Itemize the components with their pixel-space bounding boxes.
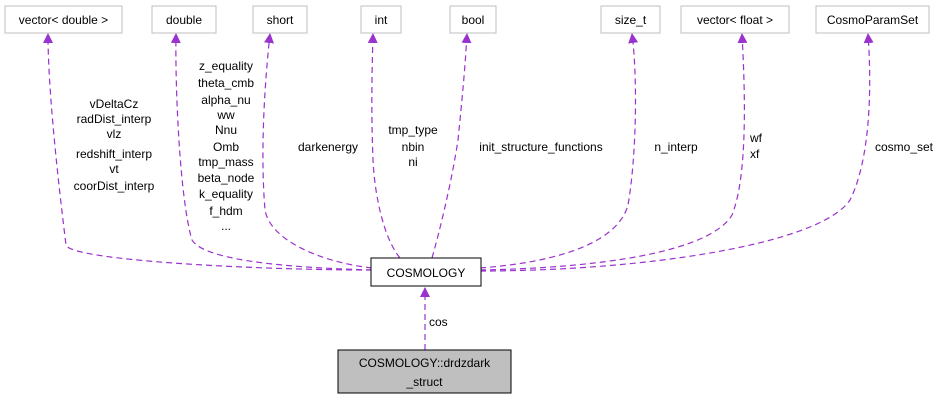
node-label: CosmoParamSet (827, 13, 919, 27)
edge-label: Omb (213, 140, 239, 154)
edge-labels-double: z_equality theta_cmb alpha_nu ww Nnu Omb… (198, 59, 255, 233)
node-bool[interactable]: bool (449, 5, 497, 34)
node-size-t[interactable]: size_t (600, 5, 661, 34)
node-label: bool (462, 13, 485, 27)
edge-label: vt (109, 162, 119, 176)
edge-vector-float (479, 33, 748, 271)
edge-label: ... (221, 219, 231, 233)
edge-label: cosmo_set (875, 140, 934, 154)
edge-label: z_equality (199, 59, 253, 73)
edge-label: ww (216, 108, 235, 122)
node-label: short (267, 13, 294, 27)
edge-label: tmp_mass (198, 155, 253, 169)
node-double[interactable]: double (151, 5, 217, 34)
edge-label: init_structure_functions (479, 140, 602, 154)
edges (43, 33, 874, 350)
edge-labels-vector-double: vDeltaCz radDist_interp vlz redshift_int… (74, 97, 155, 193)
edge-bool (431, 33, 472, 259)
edge-label: radDist_interp (77, 112, 152, 126)
edge-label: tmp_type (388, 123, 438, 137)
edge-label: theta_cmb (198, 76, 254, 90)
edge-label: coorDist_interp (74, 179, 155, 193)
node-short[interactable]: short (252, 5, 308, 34)
node-label: int (375, 13, 388, 27)
edge-label: nbin (402, 140, 425, 154)
node-vector-double[interactable]: vector< double > (4, 5, 123, 34)
edge-label: vlz (107, 127, 122, 141)
edge-int (367, 33, 401, 259)
edge-label: redshift_interp (76, 147, 152, 161)
edge-labels-short: darkenergy (298, 140, 358, 154)
edge-label: Nnu (215, 123, 237, 137)
edge-labels-vector-float: wf xf (749, 131, 763, 161)
edge-labels-size-t: n_interp (654, 140, 698, 154)
edge-double (170, 33, 373, 271)
node-label: COSMOLOGY (387, 266, 466, 280)
node-int[interactable]: int (360, 5, 402, 34)
edge-vector-double (43, 33, 373, 271)
edge-labels-bool: init_structure_functions (479, 140, 602, 154)
node-vector-float[interactable]: vector< float > (680, 5, 790, 34)
node-cosmology[interactable]: COSMOLOGY (370, 257, 482, 287)
edge-label: vDeltaCz (90, 97, 139, 111)
edge-cosmo-param-set (479, 33, 874, 272)
edge-label: cos (429, 315, 448, 329)
edge-label: alpha_nu (201, 93, 250, 107)
edge-label: f_hdm (209, 204, 242, 218)
node-drdzdark-struct: COSMOLOGY::drdzdark _struct (337, 349, 512, 394)
node-label-line-2: _struct (405, 375, 443, 389)
edge-label: ni (408, 155, 417, 169)
edge-label: xf (750, 147, 760, 161)
edge-labels-cos: cos (429, 315, 448, 329)
node-label: size_t (615, 13, 647, 27)
edge-labels-cosmo-param-set: cosmo_set (875, 140, 934, 154)
edge-label: k_equality (199, 187, 253, 201)
edge-label: darkenergy (298, 140, 358, 154)
node-label: vector< double > (19, 13, 108, 27)
edge-labels-int: tmp_type nbin ni (388, 123, 438, 169)
edge-label: wf (749, 131, 763, 145)
node-label: double (166, 13, 202, 27)
node-label-line-1: COSMOLOGY::drdzdark (359, 356, 491, 370)
node-label: vector< float > (697, 13, 773, 27)
edge-short (262, 33, 373, 269)
node-cosmo-param-set[interactable]: CosmoParamSet (815, 5, 930, 34)
edge-label: n_interp (654, 140, 698, 154)
edge-label: beta_node (198, 171, 255, 185)
